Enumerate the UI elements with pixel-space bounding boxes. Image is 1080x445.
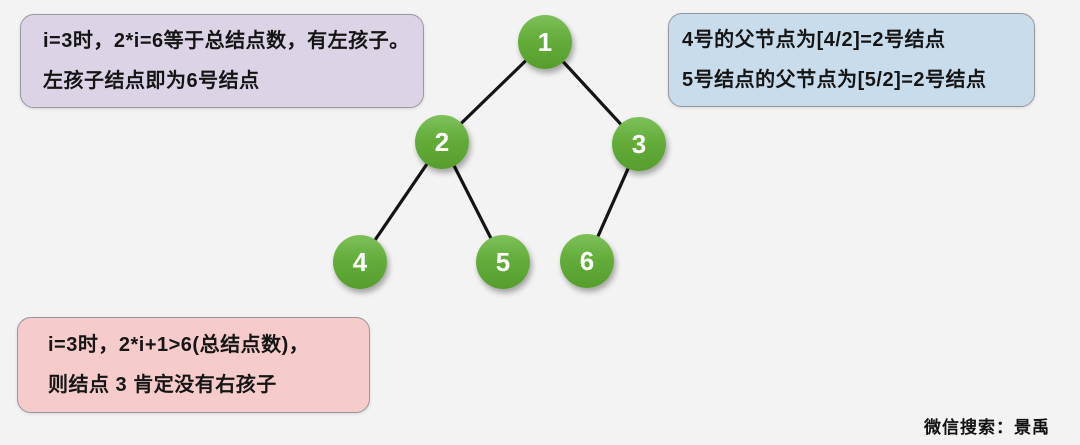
tree-node-3: 3 bbox=[612, 117, 666, 171]
tree-node-2: 2 bbox=[415, 115, 469, 169]
tree-node-label: 5 bbox=[495, 246, 511, 277]
watermark-text: 微信搜索：景禹 bbox=[924, 418, 1050, 437]
tree-node-4: 4 bbox=[333, 235, 387, 289]
tree-node-label: 4 bbox=[352, 246, 368, 277]
note-line: 4号的父节点为[4/2]=2号结点 bbox=[682, 29, 946, 51]
note-line: 5号结点的父节点为[5/2]=2号结点 bbox=[682, 69, 987, 91]
note-line: 左孩子结点即为6号结点 bbox=[43, 70, 260, 92]
tree-node-6: 6 bbox=[560, 234, 614, 288]
note-line: i=3时，2*i=6等于总结点数，有左孩子。 bbox=[43, 30, 410, 52]
tree-node-label: 3 bbox=[631, 128, 647, 159]
note-right-child: i=3时，2*i+1>6(总结点数)， 则结点 3 肯定没有右孩子 bbox=[17, 317, 370, 413]
tree-node-1: 1 bbox=[518, 15, 572, 69]
note-line: i=3时，2*i+1>6(总结点数)， bbox=[48, 334, 310, 356]
note-left-child: i=3时，2*i=6等于总结点数，有左孩子。 左孩子结点即为6号结点 bbox=[20, 14, 424, 108]
tree-node-5: 5 bbox=[476, 235, 530, 289]
tree-node-label: 1 bbox=[537, 26, 553, 57]
note-parent: 4号的父节点为[4/2]=2号结点 5号结点的父节点为[5/2]=2号结点 bbox=[668, 13, 1035, 107]
tree-node-label: 6 bbox=[579, 245, 595, 276]
tree-node-label: 2 bbox=[434, 126, 450, 157]
note-line: 则结点 3 肯定没有右孩子 bbox=[48, 374, 277, 396]
